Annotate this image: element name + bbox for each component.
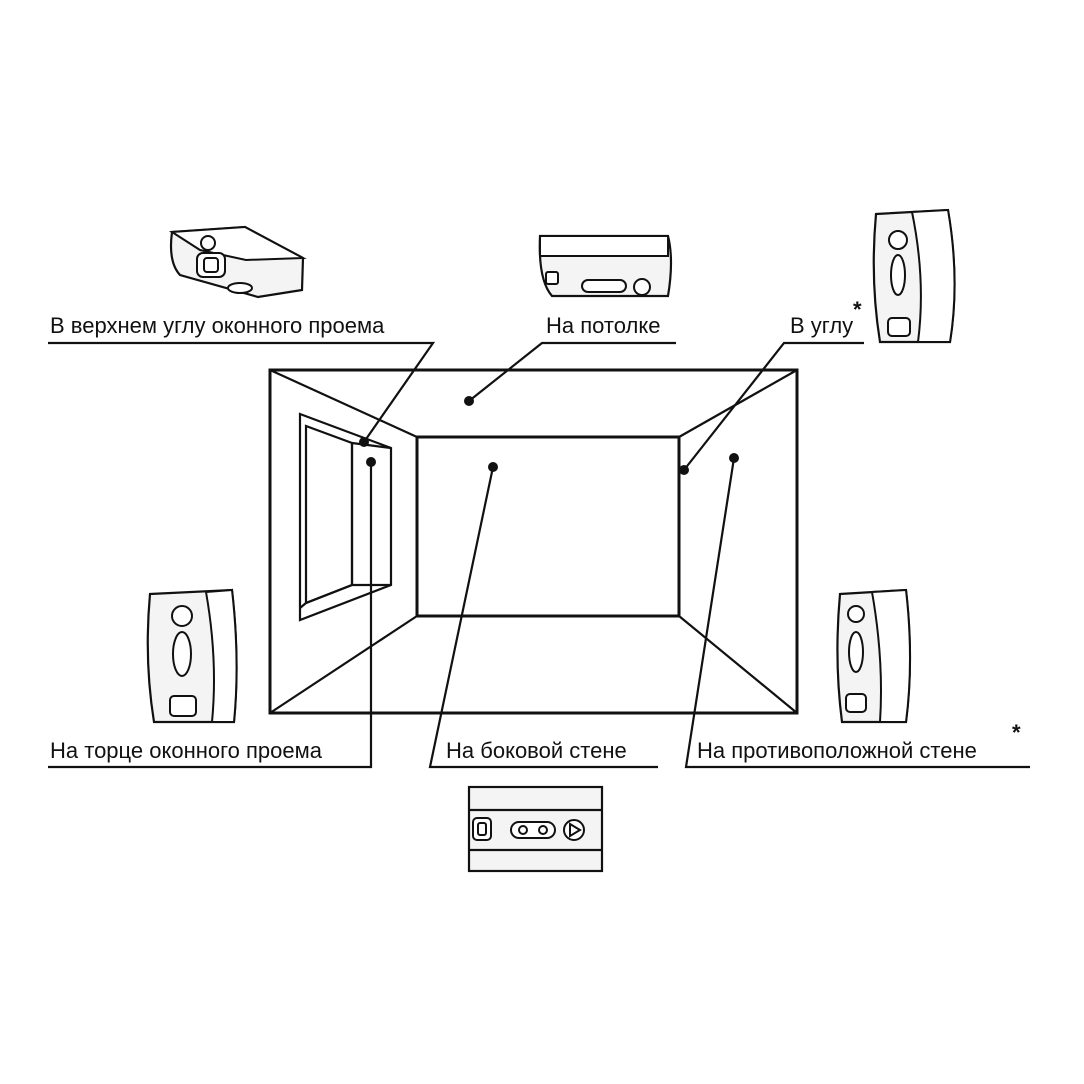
sensor-window-corner-icon: [168, 225, 307, 299]
window-jamb: [351, 441, 392, 450]
dot-opposite-wall: [729, 453, 739, 463]
label-window-end: На торце оконного проема: [50, 738, 323, 763]
dot-side-wall: [488, 462, 498, 472]
edge-top-right: [678, 369, 798, 438]
room-back-wall: [415, 435, 681, 618]
dot-window-end: [366, 457, 376, 467]
leader-side-wall: [428, 466, 658, 769]
dot-ceiling: [464, 396, 474, 406]
label-side-wall: На боковой стене: [446, 738, 627, 763]
leader-ceiling: [468, 341, 676, 402]
sensor-window-end-icon: [146, 588, 238, 724]
room-drawing: [268, 368, 799, 715]
room-outer-frame: [268, 368, 799, 715]
dot-corner: [679, 465, 689, 475]
sensor-opposite-wall-icon: [836, 588, 912, 724]
sensor-ceiling-icon: [538, 234, 673, 298]
window-inner: [304, 424, 354, 605]
asterisk-corner: *: [853, 297, 862, 322]
sensor-corner-icon: [872, 208, 956, 344]
label-window-corner: В верхнем углу оконного проема: [50, 313, 385, 338]
label-opposite-wall: На противоположной стене: [697, 738, 977, 763]
leader-lines: [48, 341, 1030, 769]
leader-corner: [683, 341, 864, 471]
edge-bottom-left: [269, 615, 418, 714]
label-ceiling: На потолке: [546, 313, 660, 338]
label-corner: В углу: [790, 313, 853, 338]
sensor-side-wall-icon: [467, 785, 604, 873]
window-outer: [298, 412, 393, 622]
leader-window-end: [48, 462, 373, 769]
asterisk-opposite-wall: *: [1012, 720, 1021, 745]
leader-window-corner: [48, 341, 436, 443]
leader-opposite-wall: [684, 457, 1030, 769]
window-sill: [299, 583, 391, 609]
dot-window-corner: [359, 437, 369, 447]
edge-top-left: [269, 368, 418, 439]
edge-bottom-right: [678, 615, 798, 714]
